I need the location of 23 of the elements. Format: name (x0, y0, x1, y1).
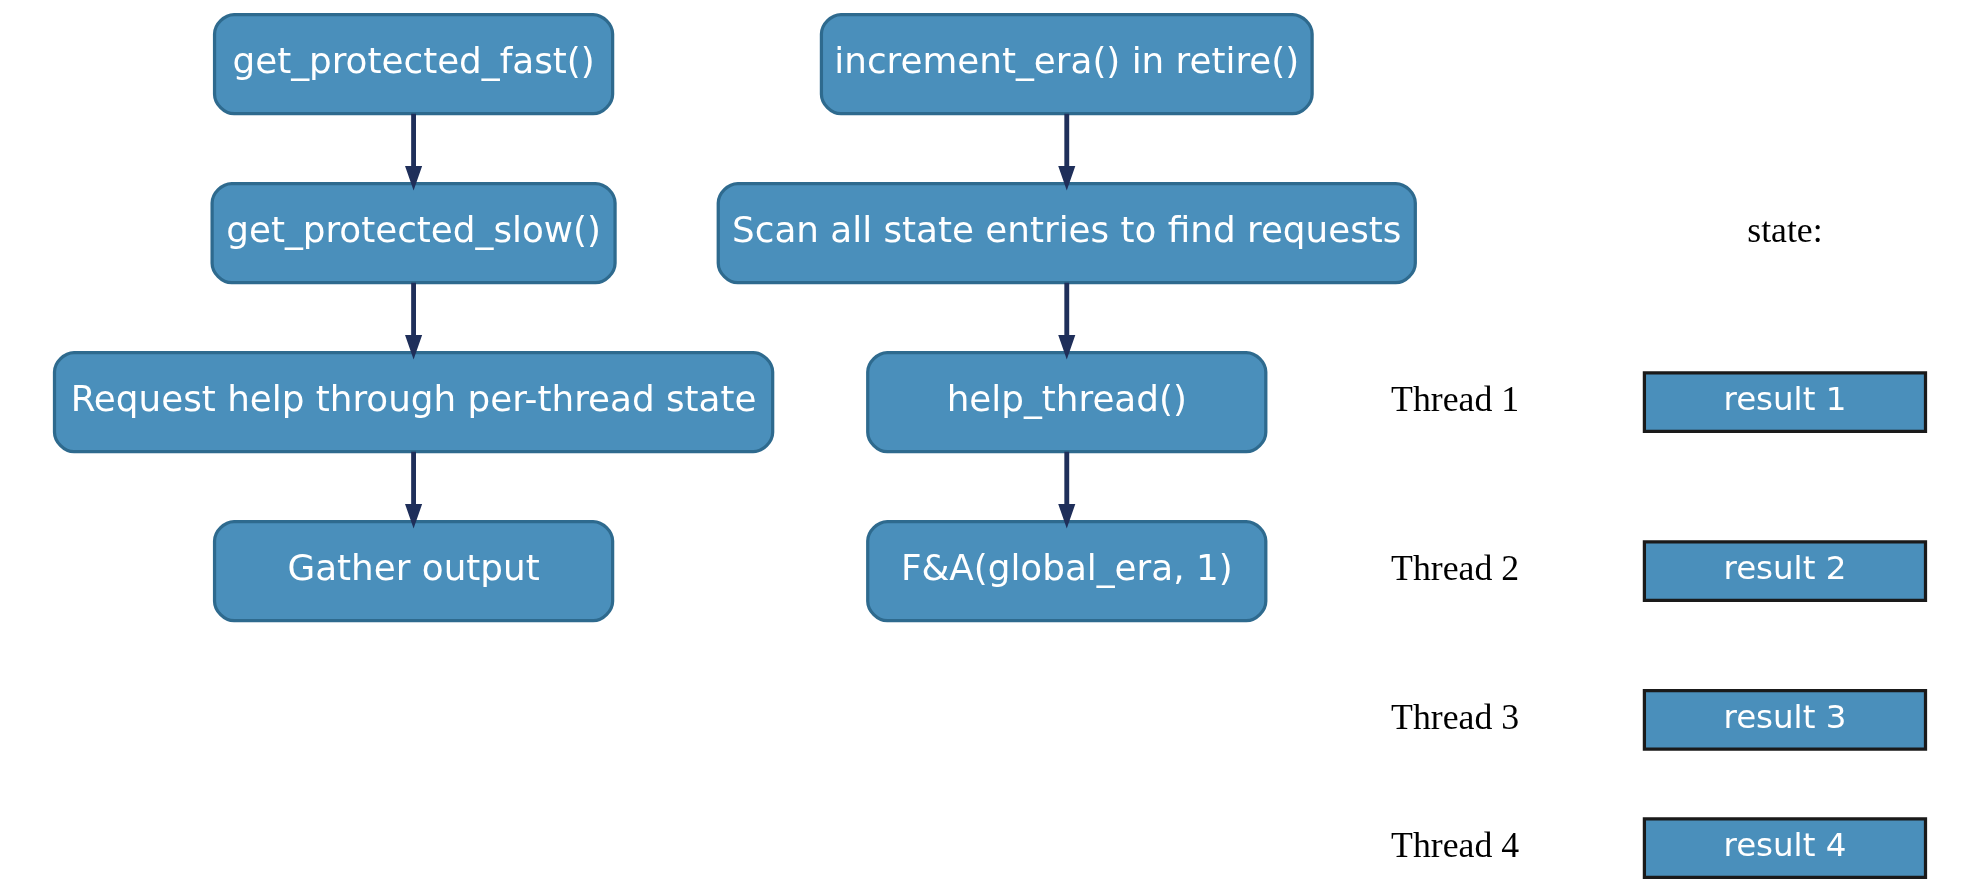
node-box: increment_era() in retire() (819, 13, 1314, 116)
node-box: result 4 (1642, 817, 1927, 879)
label: Thread 1 (1390, 379, 1519, 420)
node-box: result 2 (1642, 540, 1927, 602)
node-box: get_protected_fast() (212, 13, 614, 116)
arrow (1057, 451, 1075, 529)
node-box: Gather output (212, 519, 614, 623)
arrow (1057, 113, 1075, 191)
arrow (404, 282, 422, 360)
node-box: Request help through per-thread state (52, 350, 774, 454)
node-box: F&A(global_era, 1) (865, 519, 1267, 623)
node-box: get_protected_slow() (210, 181, 617, 285)
label: Thread 3 (1390, 696, 1519, 737)
label: Thread 2 (1390, 548, 1519, 589)
node-box: Scan all state entries to find requests (716, 181, 1417, 285)
label: state: (1746, 210, 1823, 251)
label: Thread 4 (1390, 825, 1519, 866)
arrow (404, 113, 422, 191)
node-box: result 3 (1642, 688, 1927, 751)
node-box: help_thread() (865, 350, 1267, 454)
node-box: result 1 (1642, 371, 1927, 433)
arrow (404, 451, 422, 529)
arrow (1057, 282, 1075, 360)
